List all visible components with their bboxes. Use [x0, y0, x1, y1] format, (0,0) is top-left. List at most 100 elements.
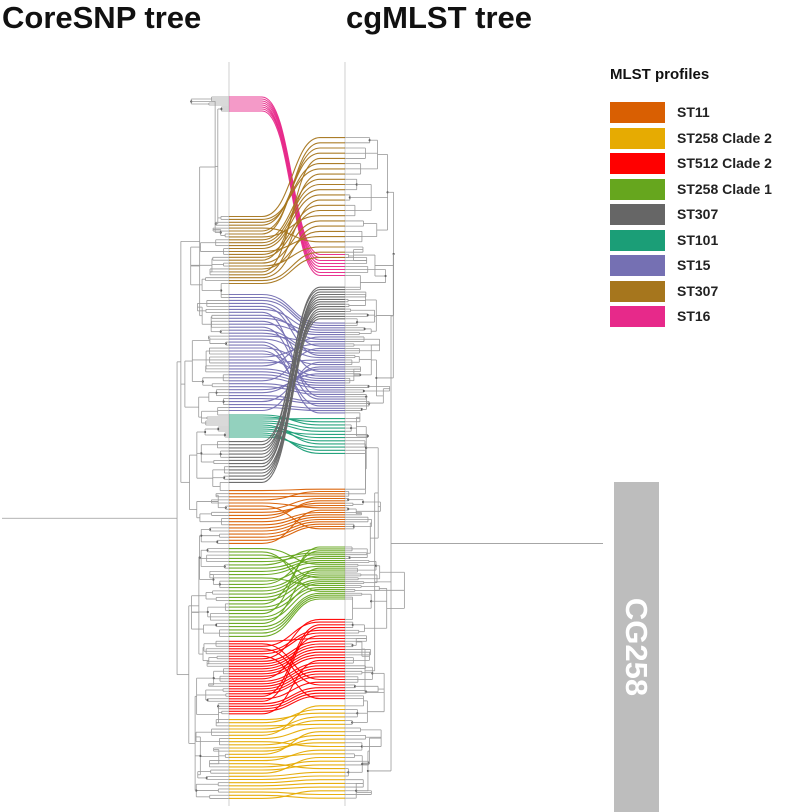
link-line	[229, 763, 345, 770]
link-line	[229, 676, 345, 695]
link-line	[229, 502, 345, 509]
link-line	[229, 323, 345, 336]
link-line	[229, 518, 345, 532]
link-line	[229, 163, 345, 223]
cg258-label: CG258	[619, 597, 655, 697]
link-line	[229, 583, 345, 618]
link-line	[229, 215, 345, 238]
link-line	[229, 708, 345, 724]
link-line	[229, 627, 345, 702]
link-line	[229, 313, 345, 480]
link-line	[229, 194, 345, 250]
link-line	[229, 102, 345, 265]
link-line	[229, 490, 345, 501]
link-line	[229, 359, 345, 364]
link-line	[229, 291, 345, 468]
legend-label: ST11	[677, 104, 710, 120]
link-line	[229, 514, 345, 526]
link-line	[229, 546, 345, 615]
link-line	[229, 511, 345, 523]
legend-item-st512-clade-2: ST512 Clade 2	[610, 152, 787, 178]
link-line	[229, 434, 345, 451]
legend-swatch	[610, 280, 665, 302]
link-line	[229, 782, 345, 787]
link-line	[229, 791, 345, 796]
link-line	[229, 317, 345, 333]
link-line	[229, 416, 345, 423]
legend-item-st16: ST16	[610, 305, 787, 331]
link-line	[229, 293, 345, 324]
link-line	[229, 749, 345, 762]
link-line	[229, 598, 345, 637]
coresnp-tree	[2, 62, 230, 806]
link-line	[229, 338, 345, 359]
legend-label: ST512 Clade 2	[677, 155, 772, 171]
link-line	[229, 567, 345, 624]
link-line	[229, 716, 345, 730]
link-line	[229, 430, 345, 435]
link-line	[229, 640, 345, 662]
mlst-legend: MLST profiles ST11 ST258 Clade 2 ST512 C…	[610, 66, 787, 331]
link-line	[229, 336, 345, 367]
tanglegram-links	[229, 96, 345, 799]
link-line	[229, 579, 345, 602]
link-line	[229, 296, 345, 326]
link-line	[229, 142, 345, 235]
link-line	[229, 596, 345, 634]
link-line	[229, 775, 345, 781]
link-line	[229, 760, 345, 768]
link-line	[229, 779, 345, 784]
legend-label: ST307	[677, 206, 719, 222]
link-line	[229, 318, 345, 483]
link-line	[229, 359, 345, 379]
link-line	[229, 786, 345, 790]
link-line	[229, 157, 345, 273]
link-line	[229, 509, 345, 544]
link-line	[229, 771, 345, 777]
link-line	[229, 575, 345, 598]
link-line	[229, 794, 345, 799]
legend-item-st258-clade-1: ST258 Clade 1	[610, 178, 787, 204]
link-line	[229, 738, 345, 752]
link-line	[229, 681, 345, 700]
link-line	[229, 305, 345, 356]
link-line	[229, 670, 345, 690]
link-line	[229, 629, 345, 652]
link-line	[229, 565, 345, 582]
link-line	[229, 299, 345, 329]
link-line	[229, 516, 345, 529]
link-line	[229, 428, 345, 442]
link-line	[229, 168, 345, 220]
link-line	[229, 662, 345, 682]
legend-item-st15: ST15	[610, 254, 787, 280]
link-line	[229, 723, 345, 727]
link-line	[229, 500, 345, 520]
link-line	[229, 790, 345, 799]
link-line	[229, 552, 345, 559]
link-group-st307	[229, 137, 345, 285]
link-line	[229, 692, 345, 710]
link-line	[229, 422, 345, 432]
link-line	[229, 329, 345, 352]
link-line	[229, 204, 345, 255]
link-line	[229, 734, 345, 746]
legend-swatch	[610, 102, 665, 123]
legend-label: ST16	[677, 308, 711, 324]
link-line	[229, 594, 345, 631]
link-line	[229, 488, 345, 492]
legend-swatch	[610, 229, 665, 251]
legend-label: ST258 Clade 2	[677, 129, 772, 146]
link-line	[229, 308, 345, 331]
link-line	[229, 554, 345, 563]
link-line	[229, 178, 345, 241]
link-line	[229, 659, 345, 715]
link-line	[229, 525, 345, 541]
link-line	[229, 705, 345, 736]
link-line	[229, 286, 345, 446]
link-line	[229, 137, 345, 218]
link-group-st11	[229, 488, 345, 544]
link-line	[229, 303, 345, 465]
link-line	[229, 420, 345, 429]
link-line	[229, 495, 345, 498]
link-line	[229, 561, 345, 576]
